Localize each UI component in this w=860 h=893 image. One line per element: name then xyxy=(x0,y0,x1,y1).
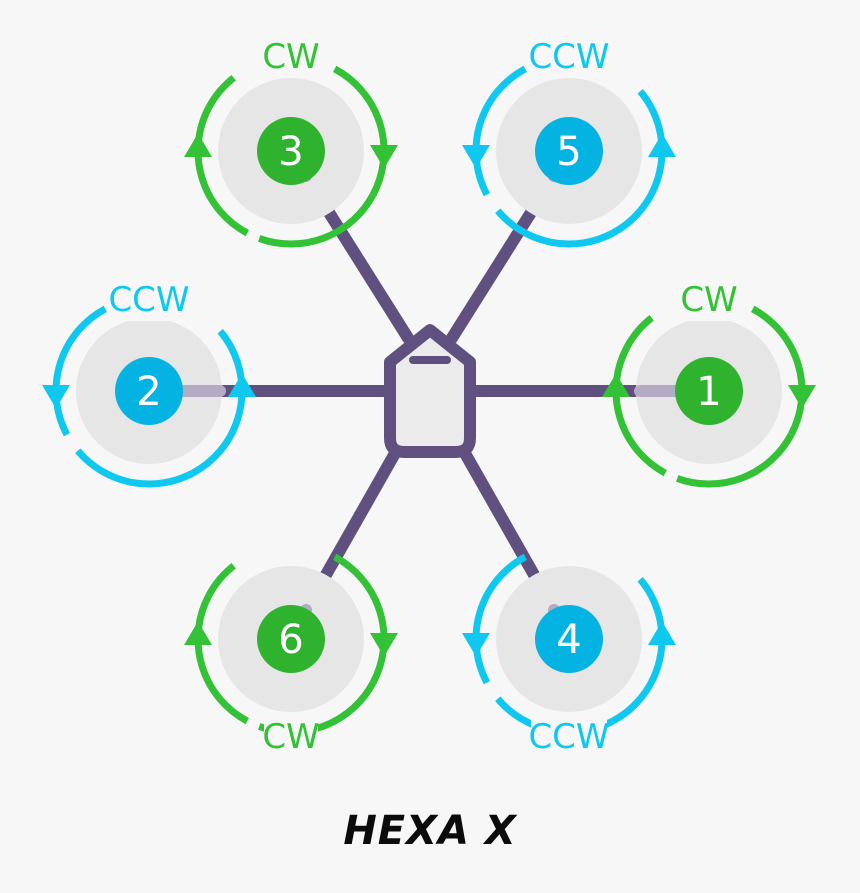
rotation-label-bg-5 xyxy=(531,34,607,78)
motor-number-2: 2 xyxy=(136,369,161,415)
rotation-arc-3-2 xyxy=(194,105,249,237)
rotation-arrow-6-b xyxy=(184,621,212,645)
rotation-label-bg-4 xyxy=(531,714,607,758)
rotation-arrow-2-a xyxy=(228,373,256,397)
rotation-label-bg-1 xyxy=(682,277,736,321)
rotation-arc-1-4 xyxy=(623,314,654,350)
rotation-label-bg-2 xyxy=(111,277,187,321)
rotation-arc-1-3 xyxy=(676,433,795,488)
motor-5: 5 CCW xyxy=(462,34,676,248)
motor-dot-4 xyxy=(535,605,603,673)
motor-dot-6 xyxy=(257,605,325,673)
motor-number-1: 1 xyxy=(696,369,721,415)
rotation-label-5: CCW xyxy=(528,37,609,77)
motor-number-6: 6 xyxy=(278,617,303,663)
motor-number-4: 4 xyxy=(556,617,581,663)
rotation-arc-4-4 xyxy=(637,576,655,598)
rotation-arc-3-1 xyxy=(333,65,388,197)
rotation-label-6: CW xyxy=(262,717,319,757)
rotation-arc-5-3 xyxy=(495,208,615,248)
rotation-arc-3-3 xyxy=(258,193,377,248)
frame-type-title: HEXA X xyxy=(343,808,517,854)
motor-6: 6CW xyxy=(184,553,398,758)
rotation-label-4: CCW xyxy=(528,717,609,757)
rotation-arc-5-1 xyxy=(611,105,666,237)
rotation-arc-6-4 xyxy=(205,562,236,598)
flight-controller-body xyxy=(384,324,476,458)
rotation-label-3: CW xyxy=(262,37,319,77)
rotation-arrow-5-b xyxy=(462,145,490,169)
rotation-arc-2-1 xyxy=(191,345,246,477)
rotation-arc-2-3 xyxy=(75,448,195,488)
rotation-arrow-4-a xyxy=(648,621,676,645)
rotation-label-bg-3 xyxy=(264,34,318,78)
motor-1: 1 CW xyxy=(602,277,816,488)
rotation-arc-6-2 xyxy=(194,593,249,725)
rotation-arrow-4-b xyxy=(462,633,490,657)
motor-dot-3 xyxy=(257,117,325,185)
rotation-arc-2-2 xyxy=(52,305,107,437)
rotation-arrow-1-b xyxy=(602,373,630,397)
rotation-arc-4-2 xyxy=(472,553,527,685)
rotation-arrow-3-a xyxy=(370,145,398,169)
motor-number-5: 5 xyxy=(556,129,581,175)
rotation-arrow-1-a xyxy=(788,385,816,409)
rotation-arc-2-4 xyxy=(217,328,235,350)
rotation-arrow-3-b xyxy=(184,133,212,157)
rotation-arrow-2-b xyxy=(42,385,70,409)
rotation-arc-4-1 xyxy=(611,593,666,725)
motor-2: 2 CCW xyxy=(42,277,256,488)
rotation-arc-1-2 xyxy=(612,345,667,477)
rotation-arc-6-1 xyxy=(333,553,388,685)
rotation-arc-3-4 xyxy=(205,74,236,110)
rotation-label-1: CW xyxy=(680,280,737,320)
motor-dot-5 xyxy=(535,117,603,185)
flight-controller-housing xyxy=(384,324,476,458)
rotation-arc-5-2 xyxy=(472,65,527,197)
rotation-arrow-5-a xyxy=(648,133,676,157)
rotation-label-2: CCW xyxy=(108,280,189,320)
motor-dot-2 xyxy=(115,357,183,425)
motor-number-3: 3 xyxy=(278,129,303,175)
rotation-label-bg-6 xyxy=(264,714,318,758)
rotation-arrow-6-a xyxy=(370,633,398,657)
rotation-arc-1-1 xyxy=(751,305,806,437)
motor-3: 3 CW xyxy=(184,34,398,248)
rotation-arc-5-4 xyxy=(637,88,655,110)
motor-dot-1 xyxy=(675,357,743,425)
